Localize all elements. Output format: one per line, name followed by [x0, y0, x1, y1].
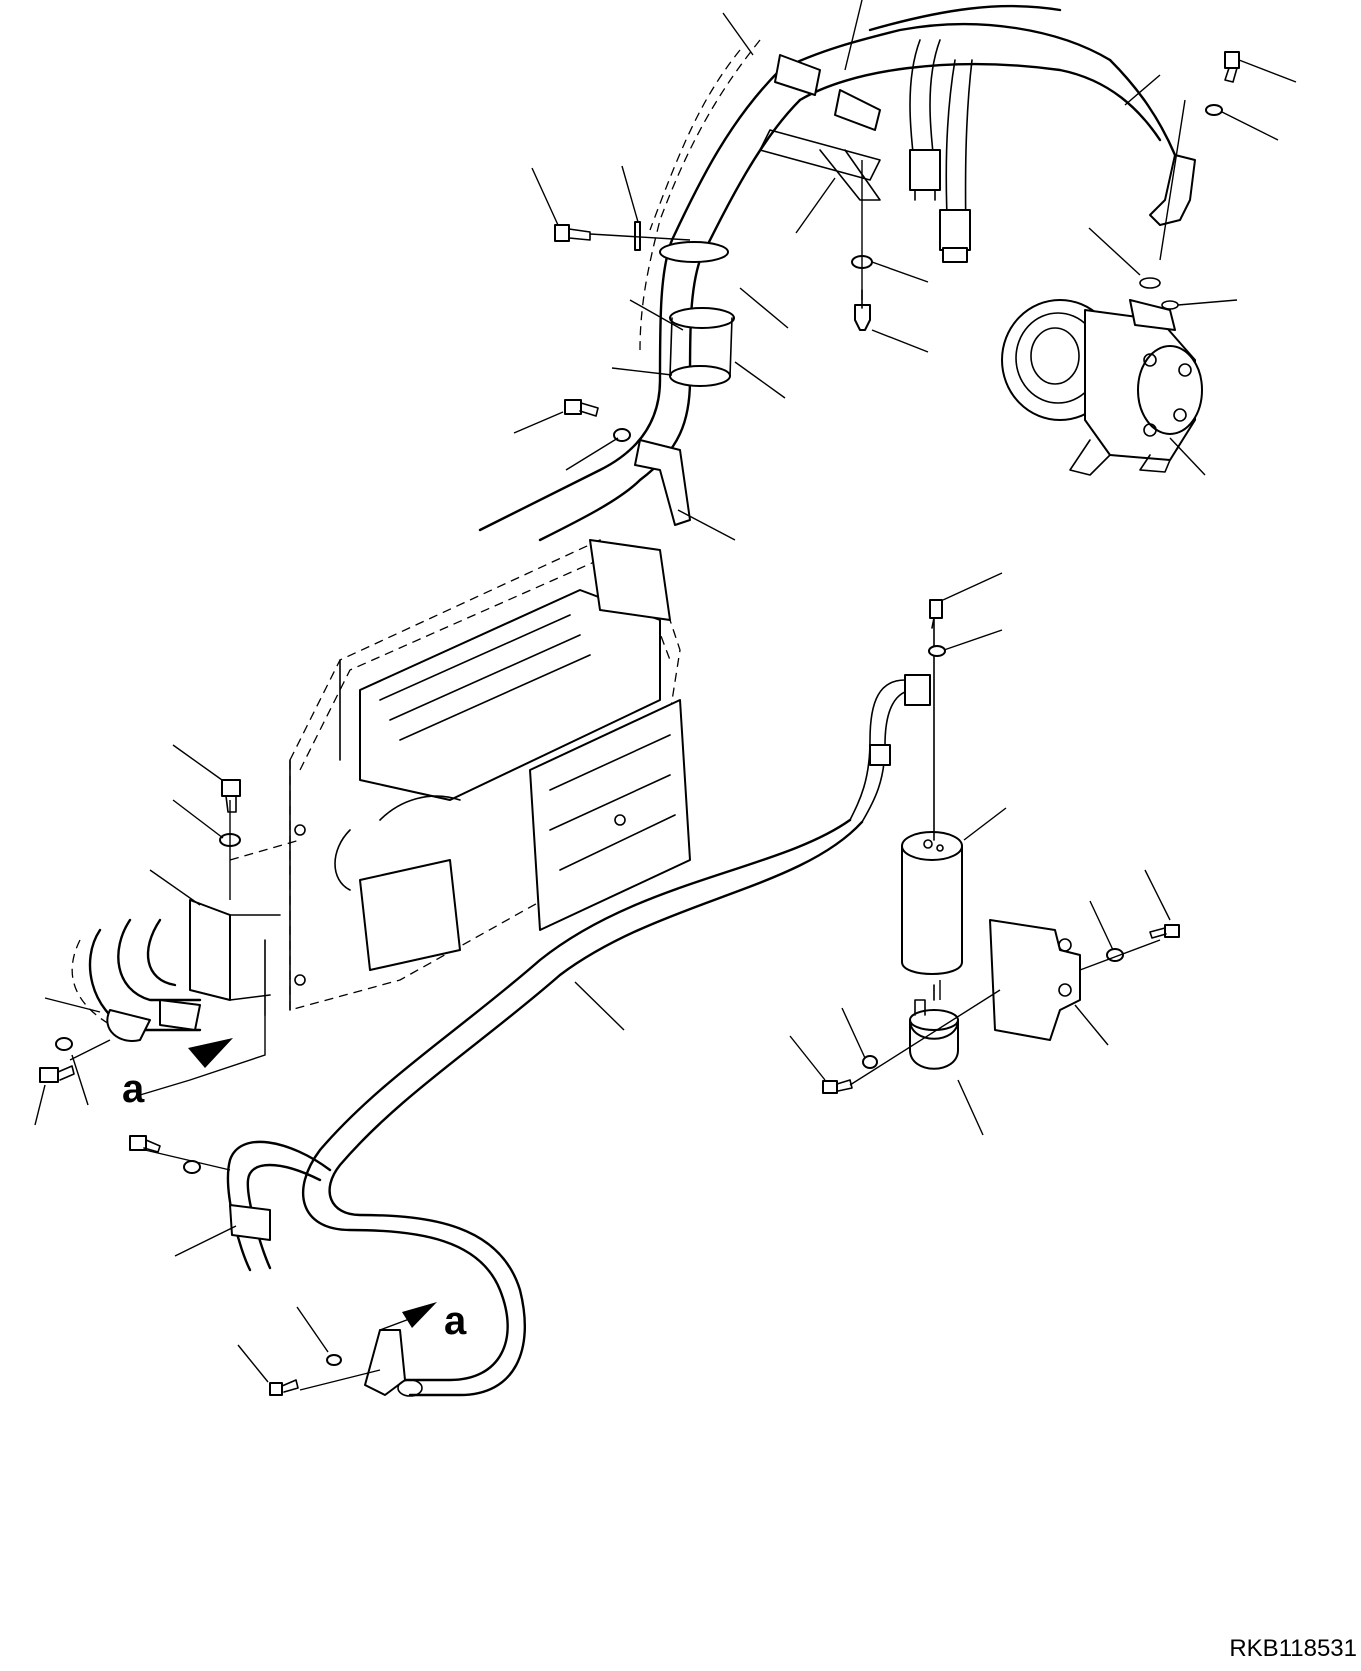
receiver-drier [901, 599, 1081, 1070]
view-arrow-head-lower [402, 1302, 437, 1328]
compressor [1001, 154, 1203, 476]
left-hose-group [71, 839, 301, 1042]
pressure-hoses [909, 39, 973, 263]
upper-hose [478, 4, 1177, 542]
alignment-lines [69, 99, 1186, 1391]
view-callout-a-lower: a [444, 1299, 467, 1343]
drawing-code: RKB118531 [1229, 1635, 1357, 1662]
ac-unit [289, 539, 691, 1011]
view-arrows [139, 939, 437, 1331]
view-arrow-head-upper [188, 1038, 233, 1068]
leader-lines [34, 0, 1297, 1383]
liquid-hose [226, 674, 931, 1397]
view-callout-a-upper: a [122, 1067, 145, 1111]
